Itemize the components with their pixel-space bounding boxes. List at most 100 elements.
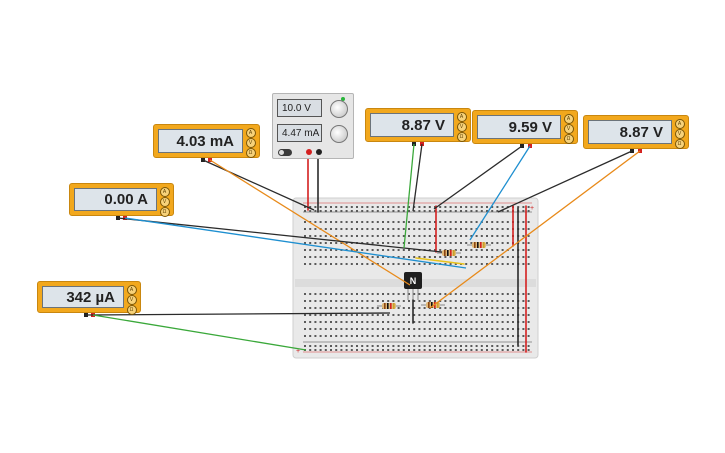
amps-mode-icon[interactable]: A: [674, 119, 685, 129]
breadboard-hole: [304, 335, 306, 337]
breadboard-hole: [309, 345, 312, 347]
breadboard-hole: [387, 235, 390, 237]
breadboard-hole: [371, 256, 374, 258]
volts-mode-icon[interactable]: V: [245, 138, 256, 148]
breadboard-hole: [454, 328, 457, 330]
breadboard-hole: [356, 307, 358, 309]
ohms-mode-icon[interactable]: Ω: [126, 305, 137, 315]
volts-mode-icon[interactable]: V: [159, 197, 170, 207]
breadboard-hole: [465, 300, 468, 302]
voltmeter1-v-lead: [412, 143, 423, 212]
breadboard-hole: [356, 210, 358, 212]
breadboard-hole: [454, 349, 457, 351]
breadboard-hole: [387, 345, 390, 347]
breadboard-hole: [397, 314, 400, 316]
breadboard-hole: [512, 314, 514, 316]
breadboard-hole: [454, 293, 457, 295]
breadboard-hole: [512, 249, 514, 251]
meter-display: 0.00 A: [74, 188, 157, 211]
wires[interactable]: [307, 152, 527, 353]
ammeter-top-left[interactable]: 4.03 mA A V Ω: [153, 124, 260, 158]
meter-mode-selector[interactable]: A V Ω: [456, 112, 467, 142]
negative-terminal[interactable]: [316, 149, 322, 155]
breadboard-hole: [439, 293, 442, 295]
breadboard-hole: [387, 300, 390, 302]
breadboard-hole: [506, 328, 509, 330]
ohms-mode-icon[interactable]: Ω: [563, 134, 574, 144]
power-switch[interactable]: [278, 149, 292, 156]
breadboard-hole: [522, 300, 525, 302]
breadboard-hole: [319, 300, 322, 302]
volts-mode-icon[interactable]: V: [563, 124, 574, 134]
ohms-mode-icon[interactable]: Ω: [159, 207, 170, 217]
breadboard-hole: [496, 335, 499, 337]
breadboard-hole: [324, 221, 327, 223]
breadboard-hole: [439, 235, 442, 237]
breadboard-hole: [434, 210, 436, 212]
voltmeter-2[interactable]: 9.59 V A V Ω: [472, 110, 578, 144]
ohms-mode-icon[interactable]: Ω: [456, 132, 467, 142]
breadboard-hole: [345, 235, 348, 237]
breadboard-hole: [491, 228, 494, 230]
breadboard-hole: [340, 221, 343, 223]
breadboard-hole: [480, 328, 483, 330]
breadboard-hole: [444, 321, 447, 323]
breadboard-hole: [480, 335, 483, 337]
volts-mode-icon[interactable]: V: [126, 295, 137, 305]
breadboard-hole: [340, 206, 343, 208]
dc-power-supply[interactable]: 10.0 V 4.47 mA: [272, 93, 354, 159]
positive-terminal[interactable]: [306, 149, 312, 155]
ammeter1-ma-lead: [209, 159, 411, 286]
amps-mode-icon[interactable]: A: [456, 112, 467, 122]
ammeter-bottom-left[interactable]: 342 µA A V Ω: [37, 281, 141, 315]
probe-tip: [116, 214, 120, 220]
breadboard-hole: [309, 328, 312, 330]
amps-mode-icon[interactable]: A: [563, 114, 574, 124]
breadboard-hole: [392, 328, 395, 330]
breadboard-hole: [434, 221, 436, 223]
ohms-mode-icon[interactable]: Ω: [674, 139, 685, 149]
breadboard-hole: [397, 263, 400, 265]
volts-mode-icon[interactable]: V: [456, 122, 467, 132]
amps-mode-icon[interactable]: A: [126, 285, 137, 295]
ohms-mode-icon[interactable]: Ω: [245, 148, 256, 158]
breadboard-hole: [361, 328, 364, 330]
breadboard-hole: [304, 345, 306, 347]
breadboard-hole: [382, 206, 384, 208]
amps-mode-icon[interactable]: A: [159, 187, 170, 197]
breadboard-hole: [423, 263, 426, 265]
breadboard-hole: [486, 228, 488, 230]
breadboard-hole: [314, 206, 317, 208]
breadboard-hole: [319, 307, 322, 309]
meter-mode-selector[interactable]: A V Ω: [563, 114, 574, 144]
breadboard-hole: [486, 210, 488, 212]
breadboard-hole: [324, 335, 327, 337]
breadboard-hole: [361, 221, 364, 223]
breadboard-hole: [356, 335, 358, 337]
breadboard-hole: [345, 321, 348, 323]
current-knob[interactable]: [330, 125, 348, 143]
meter-mode-selector[interactable]: A V Ω: [126, 285, 137, 315]
voltmeter-3[interactable]: 8.87 V A V Ω: [583, 115, 689, 149]
breadboard-hole: [449, 321, 452, 323]
breadboard-hole: [330, 256, 332, 258]
breadboard-hole: [402, 263, 405, 265]
ammeter-mid-left[interactable]: 0.00 A A V Ω: [69, 183, 174, 217]
breadboard-hole: [382, 242, 384, 244]
breadboard-hole: [475, 349, 478, 351]
meter-mode-selector[interactable]: A V Ω: [674, 119, 685, 149]
breadboard-hole: [496, 321, 499, 323]
breadboard-hole: [522, 328, 525, 330]
voltmeter-1[interactable]: 8.87 V A V Ω: [365, 108, 471, 142]
volts-mode-icon[interactable]: V: [674, 129, 685, 139]
amps-mode-icon[interactable]: A: [245, 128, 256, 138]
breadboard-hole: [491, 235, 494, 237]
voltage-knob[interactable]: [330, 100, 348, 118]
breadboard-hole: [402, 249, 405, 251]
meter-mode-selector[interactable]: A V Ω: [159, 187, 170, 217]
breadboard-hole: [314, 321, 317, 323]
breadboard-hole: [319, 321, 322, 323]
breadboard-hole: [512, 335, 514, 337]
meter-mode-selector[interactable]: A V Ω: [245, 128, 256, 158]
